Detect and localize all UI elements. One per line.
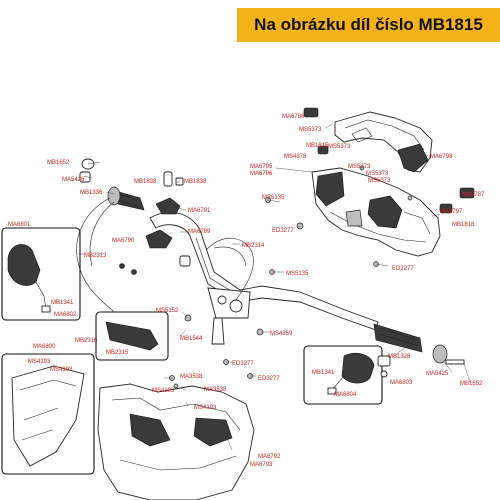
rear-handlebar-cover [311, 167, 441, 257]
label-ma6800: MA6800 [33, 344, 56, 350]
label-mb1544: MB1544 [180, 336, 203, 342]
label-ma6797: MA6797 [440, 209, 463, 215]
label-ms5373-b: MS5373 [328, 144, 351, 150]
label-ms5373-c: MS5373 [348, 164, 371, 170]
label-ed3277-c: ED3277 [232, 361, 254, 367]
label-ma3538-a: MA3538 [180, 374, 203, 380]
label-ms5152: MS5152 [156, 308, 179, 314]
label-mb1652-b: MB1652 [460, 381, 483, 387]
label-ma6789: MA6789 [188, 229, 211, 235]
mount-piece [377, 355, 391, 378]
banner-text: Na obrázku díl číslo MB1815 [254, 15, 483, 34]
label-mb2315: MB2315 [106, 350, 129, 356]
label-ma6791: MA6791 [188, 208, 211, 214]
label-ms5135-b: MS5135 [286, 271, 309, 277]
upper-handlebar-cover [334, 111, 433, 173]
label-ms4378: MS4378 [284, 154, 307, 160]
label-ms4359: MS4359 [270, 331, 293, 337]
label-mb2314: MB2314 [242, 243, 265, 249]
label-ma6786: MA6786 [282, 114, 305, 120]
label-mb1336: MB1336 [80, 190, 103, 196]
leader-lines [78, 111, 471, 451]
label-ma6787: MA6787 [462, 192, 485, 198]
throttle-cables [76, 197, 254, 313]
label-ma5426: MA5426 [62, 177, 85, 183]
label-ms5135-a: MS5135 [262, 195, 285, 201]
label-ma6792: MA6792 [258, 454, 281, 460]
label-ms4193-c: MS4193 [152, 388, 175, 394]
label-mb1652-a: MB1652 [47, 160, 70, 166]
small-parts-left [79, 158, 191, 267]
left-mirror-box [1, 227, 81, 321]
label-ms5373-a: MS5373 [299, 127, 322, 133]
label-mb1341-a: MB1341 [51, 300, 74, 306]
bracket-box [95, 311, 169, 361]
label-ma3538-b: MA3538 [204, 387, 227, 393]
front-cover [97, 383, 255, 500]
label-ma6804: MA6804 [334, 392, 357, 398]
label-ms5373-e: MS5373 [368, 178, 391, 184]
label-ma6796: MA6796 [250, 171, 273, 177]
label-mb1838-b: MB1838 [184, 179, 207, 185]
label-ma6803: MA6803 [390, 380, 413, 386]
label-ma6802: MA6802 [54, 312, 77, 318]
label-mb2316: MB2316 [75, 338, 98, 344]
label-ma6795: MA6795 [250, 164, 273, 170]
label-ms5373-d: MS5373 [366, 171, 389, 177]
label-ms4193-b: MS4193 [50, 367, 73, 373]
label-ma6801: MA6801 [8, 222, 31, 228]
label-mb2313: MB2313 [84, 253, 107, 259]
label-ma6793: MA6793 [250, 462, 273, 468]
right-grip [373, 323, 465, 365]
label-ed3277-d: ED3277 [258, 376, 280, 382]
label-mb1815: MB1815 [306, 143, 329, 149]
part-number-banner: Na obrázku díl číslo MB1815 [237, 8, 500, 42]
left-grip [107, 186, 145, 211]
label-mb1341-b: MB1341 [312, 370, 335, 376]
label-ed3277-b: ED3277 [392, 266, 414, 272]
label-ms4193-a: MS4193 [28, 359, 51, 365]
label-ma6798: MA6798 [430, 154, 453, 160]
windscreen-box [1, 353, 95, 475]
label-mb1328: MB1328 [388, 354, 411, 360]
label-ma6790: MA6790 [112, 238, 135, 244]
label-ma5425: MA5425 [426, 371, 449, 377]
part-labels: MA6786 MS5373 MB1815 MS5373 MS4378 MA679… [8, 114, 485, 468]
label-mb1838-a: MB1838 [134, 179, 157, 185]
label-mb1818: MB1818 [452, 222, 475, 228]
label-ms4193-d: MS4193 [194, 405, 217, 411]
label-ed3277-a: ED3277 [272, 228, 294, 234]
